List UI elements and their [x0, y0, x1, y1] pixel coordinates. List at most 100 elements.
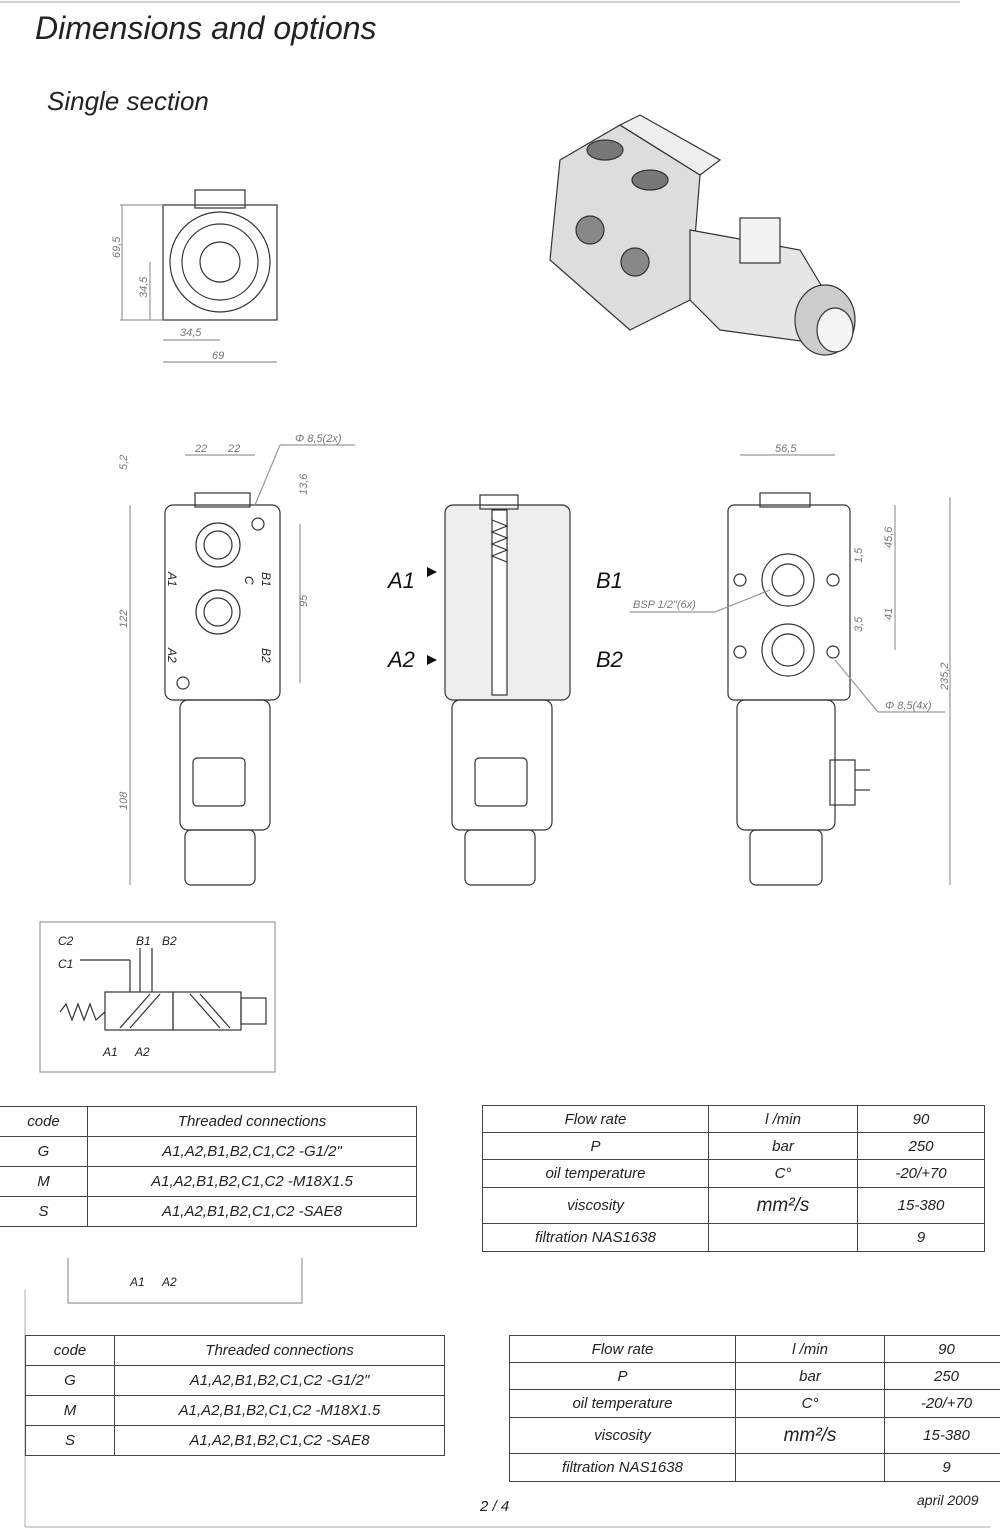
dim-69-5: 69,5	[111, 236, 123, 258]
spec-name: Flow rate	[509, 1335, 736, 1363]
table-row: filtration NAS1638 9	[482, 1223, 985, 1252]
code-cell: G	[25, 1365, 115, 1396]
header-connections: Threaded connections	[87, 1106, 417, 1137]
spec-unit: mm²/s	[708, 1187, 858, 1224]
section-label-b2: B2	[596, 647, 623, 672]
schematic-label-a2: A2	[134, 1045, 150, 1059]
spec-name: P	[509, 1362, 736, 1390]
code-cell: M	[25, 1395, 115, 1426]
port-label-c: C	[242, 576, 256, 585]
dim-bsp-thread: BSP 1/2"(6x)	[633, 599, 696, 611]
spec-value: 90	[884, 1335, 1000, 1363]
spec-name: viscosity	[482, 1187, 709, 1224]
spec-value: 250	[857, 1132, 985, 1160]
dim-122: 122	[118, 610, 130, 628]
header-connections: Threaded connections	[114, 1335, 445, 1366]
spec-value: -20/+70	[884, 1389, 1000, 1418]
code-cell: S	[0, 1196, 88, 1227]
spec-name: Flow rate	[482, 1105, 709, 1133]
dim-diameter-4x: Φ 8,5(4x)	[885, 700, 932, 712]
dim-3-5: 3,5	[853, 616, 865, 632]
page-title: Dimensions and options	[35, 10, 377, 46]
connection-cell: A1,A2,B1,B2,C1,C2 -SAE8	[114, 1425, 445, 1456]
schematic-label-b2: B2	[162, 934, 177, 948]
hydraulic-schematic: C2 B1 B2 C1 A1 A2	[39, 921, 276, 1073]
document-date: april 2009	[917, 1492, 979, 1508]
dim-22-left: 22	[194, 443, 207, 455]
spec-value: 9	[884, 1453, 1000, 1482]
connection-cell: A1,A2,B1,B2,C1,C2 -M18X1.5	[114, 1395, 445, 1426]
dim-235-2: 235,2	[939, 662, 951, 691]
port-label-a1: A1	[165, 571, 179, 587]
code-cell: M	[0, 1166, 88, 1197]
schematic-label-c1: C1	[58, 957, 73, 971]
spec-value: 9	[857, 1223, 985, 1252]
section-view-drawing: A1 B1 A2 B2	[386, 494, 623, 886]
dim-5-2: 5,2	[118, 455, 130, 470]
side-view-drawing: 56,5 BSP 1/2"(6x) 1,5 45,6 3,5 41 235,2 …	[630, 443, 951, 886]
dim-34-5-v: 34,5	[138, 276, 150, 298]
connection-cell: A1,A2,B1,B2,C1,C2 -SAE8	[87, 1196, 417, 1227]
table-row: filtration NAS1638 9	[509, 1453, 1000, 1482]
fragment-label-a1: A1	[129, 1275, 145, 1289]
spec-unit: l /min	[735, 1335, 885, 1363]
page-number: 2 / 4	[480, 1498, 510, 1515]
code-cell: G	[0, 1136, 88, 1167]
spec-value: 15-380	[884, 1417, 1000, 1454]
schematic-label-c2: C2	[58, 934, 74, 948]
schematic-label-a1: A1	[102, 1045, 118, 1059]
valve-3d-render	[549, 114, 856, 356]
dim-1-5: 1,5	[853, 547, 865, 563]
dim-108: 108	[118, 791, 130, 810]
dim-45-6: 45,6	[883, 526, 895, 548]
spec-unit: bar	[708, 1132, 858, 1160]
fragment-label-a2: A2	[161, 1275, 177, 1289]
port-label-a2: A2	[165, 647, 179, 663]
port-label-b2: B2	[259, 648, 273, 663]
spec-name: filtration NAS1638	[482, 1223, 709, 1252]
front-view-drawing: 5,2 22 22 Φ 8,5(2x) 13,6 122 95 108 A1 A…	[118, 433, 355, 886]
spec-unit: bar	[735, 1362, 885, 1390]
connection-cell: A1,A2,B1,B2,C1,C2 -M18X1.5	[87, 1166, 417, 1197]
dim-34-5-h: 34,5	[180, 327, 202, 339]
section-subtitle: Single section	[47, 86, 209, 116]
dim-13-6: 13,6	[298, 473, 310, 495]
dim-22-right: 22	[227, 443, 240, 455]
spec-name: oil temperature	[482, 1159, 709, 1188]
spec-value: 15-380	[857, 1187, 985, 1224]
spec-name: P	[482, 1132, 709, 1160]
schematic-fragment: A1 A2	[67, 1258, 303, 1304]
port-label-b1: B1	[259, 572, 273, 587]
section-label-b1: B1	[596, 568, 623, 593]
spec-name: filtration NAS1638	[509, 1453, 736, 1482]
dim-69: 69	[212, 350, 224, 362]
section-label-a1: A1	[386, 568, 415, 593]
spec-value: 90	[857, 1105, 985, 1133]
spec-unit	[735, 1453, 885, 1482]
spec-value: -20/+70	[857, 1159, 985, 1188]
spec-name: viscosity	[509, 1417, 736, 1454]
dim-95: 95	[298, 594, 310, 607]
dim-diameter-2x: Φ 8,5(2x)	[295, 433, 342, 445]
spec-unit: C°	[735, 1389, 885, 1418]
dim-56-5: 56,5	[775, 443, 797, 455]
connection-cell: A1,A2,B1,B2,C1,C2 -G1/2"	[87, 1136, 417, 1167]
spec-unit: C°	[708, 1159, 858, 1188]
